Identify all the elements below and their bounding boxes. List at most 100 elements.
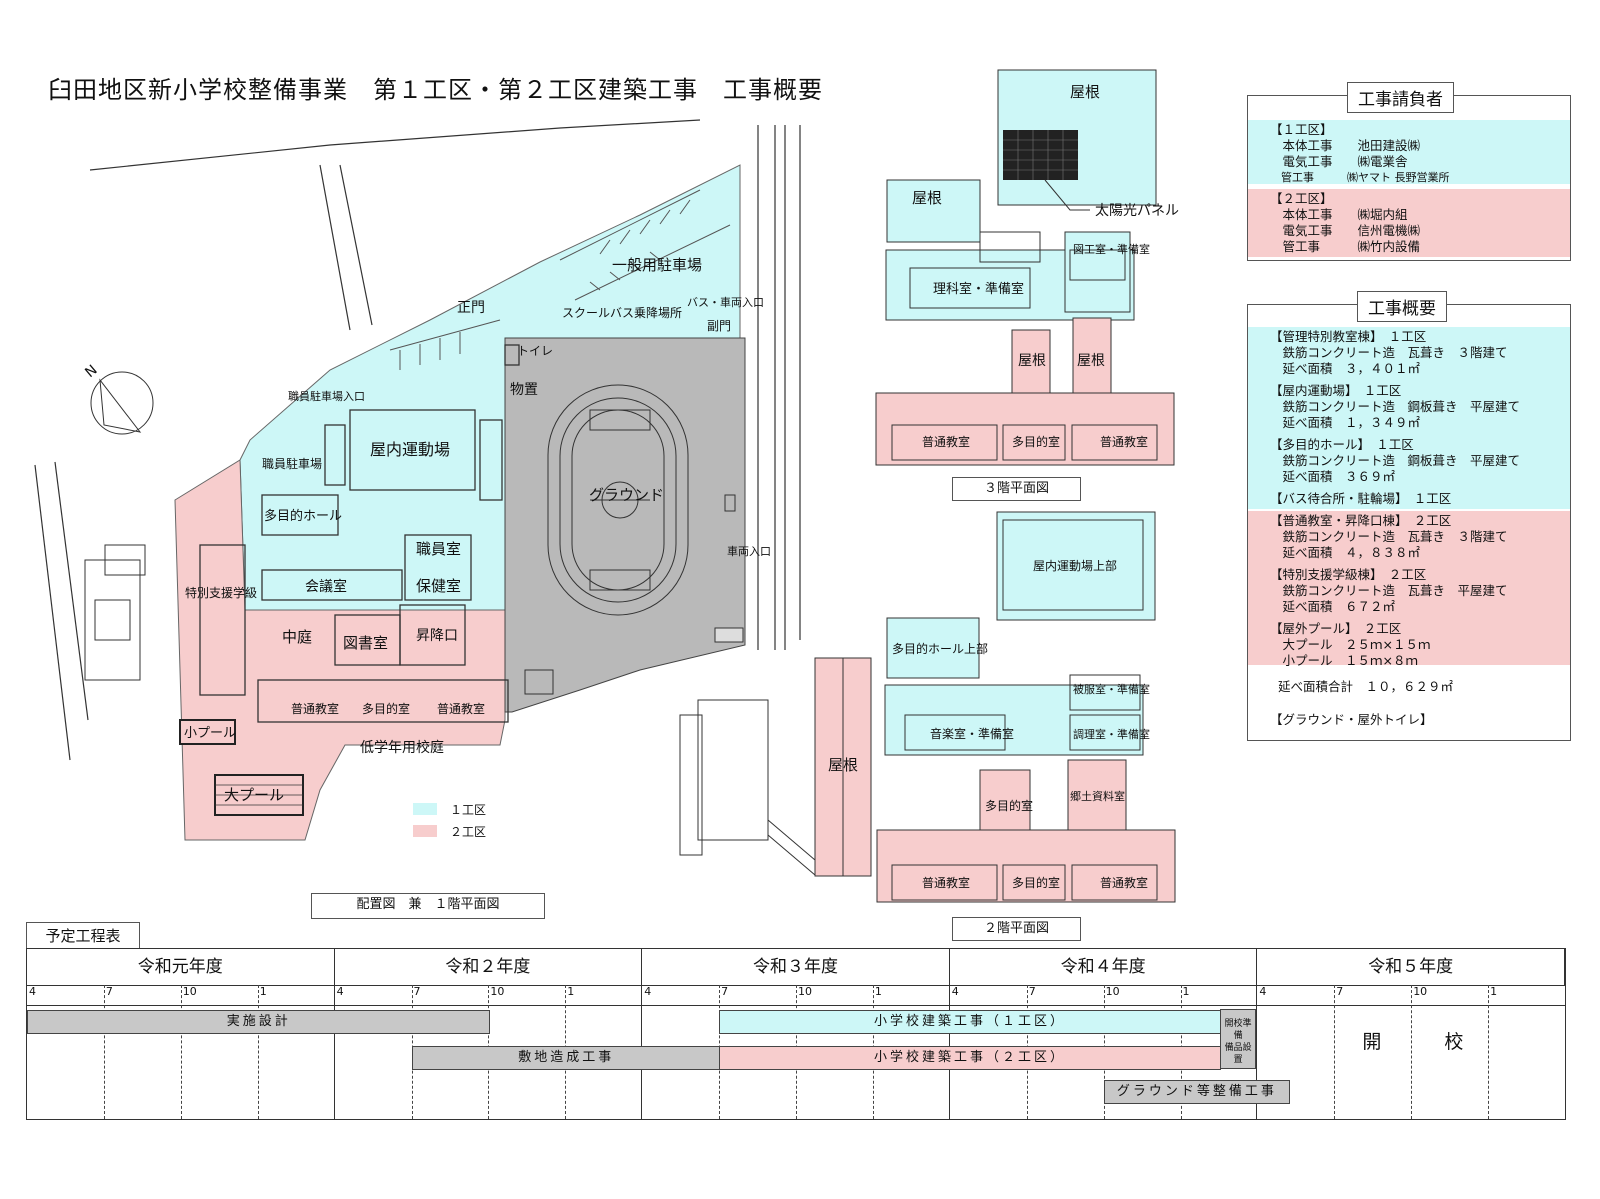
site-and-floor-plans: N 一般用駐車場 正門 スクールバス乗降場所 バス・車両入口 副門 トイレ 物置… [34,69,1179,903]
schedule-task-bar: 実施設計 [27,1010,491,1034]
small-pool [179,719,236,745]
solar-panel-grid [1003,130,1078,180]
legend-zone2-swatch [413,825,437,837]
schedule-month-tick: 10 [182,985,197,998]
floor3-multipurpose: 多目的室 [1012,434,1060,449]
site-plan: N 一般用駐車場 正門 スクールバス乗降場所 バス・車両入口 副門 トイレ 物置… [34,119,801,841]
schedule-opening-prep: 開校準備 備品設置 [1219,1009,1257,1069]
contractor-line: 【２工区】 [1270,191,1333,206]
floor3-roof-top-label: 屋根 [1070,83,1100,101]
schedule-month-tick: 7 [413,985,421,998]
schedule-title: 予定工程表 [26,922,140,949]
floor3-zone2-wing [875,392,1175,466]
contractors-zone1: 【１工区】 本体工事 池田建設㈱ 電気工事 ㈱電業舎 管工事 ㈱ヤマト 長野営業… [1248,120,1570,184]
label-bus-stop: スクールバス乗降場所 [562,306,682,320]
label-classroom-b: 普通教室 [437,701,485,716]
overview-line: 鉄筋コンクリート造 鋼板葺き 平屋建て [1270,453,1521,468]
schedule-month-tick: 1 [567,985,575,998]
contractor-line: 本体工事 池田建設㈱ [1270,138,1421,153]
label-storage: 物置 [510,382,538,398]
floor2-hall-upper [886,617,980,679]
floor2-zone1-rooms [904,674,1141,751]
legend-zone1-swatch [413,803,437,815]
floor2-gym-upper [996,511,1156,621]
schedule-month-tick: 4 [951,985,959,998]
floor2-classroom2: 普通教室 [1100,875,1148,890]
schedule-year-header: 令和４年度 [950,949,1258,1119]
ground-toilet-south [524,669,554,695]
floor3-roof-b-label: 屋根 [1077,353,1105,369]
schedule-month-tick: 10 [490,985,505,998]
contractor-line: 電気工事 ㈱電業舎 [1270,154,1408,169]
site-roads [34,119,801,761]
existing-building-west [84,544,146,681]
overview-line: 延べ面積 ３，４０１㎡ [1270,361,1421,376]
label-parking-general: 一般用駐車場 [612,256,702,274]
contractors-title: 工事請負者 [1347,82,1454,113]
label-vehicle-entrance: 車両入口 [727,544,771,558]
contractor-line: 管工事 ㈱竹内設備 [1270,239,1421,254]
overview-line: 小プール １５ｍ×８ｍ [1270,653,1418,668]
floor2-zone2-wing [876,829,1176,903]
label-big-pool: 大プール [224,786,284,804]
floor2-gym-upper-label: 屋内運動場上部 [1033,558,1117,573]
schedule-year-header: 令和５年度 [1257,949,1565,985]
label-toilet: トイレ [517,344,553,358]
overview-title: 工事概要 [1357,291,1447,322]
ground-equipment [724,494,736,512]
school-buildings [199,344,520,723]
schedule-month-tick: 4 [1259,985,1267,998]
label-classroom-a: 普通教室 [291,701,339,716]
schedule-month-tick: 4 [644,985,652,998]
schedule-month-tick: 7 [105,985,113,998]
schedule-quarter-line [1411,985,1413,1119]
floor3-roof-left [886,179,981,243]
overview-line: 【管理特別教室棟】 １工区 [1270,329,1427,344]
overview-line: 【バス待合所・駐輪場】 １工区 [1270,491,1452,506]
big-pool-lanes [215,784,303,806]
label-small-pool: 小プール [184,726,236,741]
floor2-zone2-rooms [891,864,1158,901]
zone2-site-area [174,459,506,841]
overview-box: 【管理特別教室棟】 １工区 鉄筋コンクリート造 瓦葺き ３階建て 延べ面積 ３，… [1247,304,1571,741]
schedule-quarter-line [180,985,182,1119]
schedule-year-header: 令和元年度 [27,949,335,1119]
schedule-month-tick: 7 [1336,985,1344,998]
label-staff-room: 職員室 [416,540,461,558]
schedule-month-tick: 4 [29,985,36,998]
floor2-local-history-label: 郷土資料室 [1070,789,1125,803]
floor2-roof-label: 屋根 [828,756,858,774]
floor3-classroom2: 普通教室 [1100,434,1148,449]
floor2-caption: ２階平面図 [952,917,1081,941]
label-meeting-room: 会議室 [305,578,347,595]
floor2-cooking-room: 調理室・準備室 [1073,727,1150,741]
label-multipurpose-hall: 多目的ホール [264,508,342,524]
schedule-task-bar: 小学校建築工事（１工区） [719,1010,1221,1034]
label-gym: 屋内運動場 [370,440,450,459]
floor2-plan: 屋内運動場上部 多目的ホール上部 被服室・準備室 音楽室・準備室 調理室・準備室… [679,511,1176,903]
floor2-zone1-wing [884,684,1144,756]
ground-shed [714,627,744,643]
overview-line: 【普通教室・昇降口棟】 ２工区 [1270,513,1452,528]
schedule-quarter-line [257,985,259,1119]
schedule-month-tick: 7 [1028,985,1036,998]
schedule-year-header: 令和３年度 [642,949,950,1119]
floor2-multipurpose-room [979,769,1031,841]
label-bus-entrance: バス・車両入口 [687,295,764,309]
overview-line: 鉄筋コンクリート造 瓦葺き 平屋建て [1270,583,1508,598]
compass-north-label: N [82,362,100,381]
floor3-zone1-rooms [909,231,1126,309]
contractors-zone2: 【２工区】 本体工事 ㈱堀内組 電気工事 信州電機㈱ 管工事 ㈱竹内設備 [1248,189,1570,257]
floor3-classroom1: 普通教室 [922,434,970,449]
ground-area [504,337,746,713]
schedule-month-tick: 1 [874,985,882,998]
overview-line: 鉄筋コンクリート造 瓦葺き ３階建て [1270,345,1508,360]
floor3-roof-a-label: 屋根 [1018,353,1046,369]
contractors-box: 【１工区】 本体工事 池田建設㈱ 電気工事 ㈱電業舎 管工事 ㈱ヤマト 長野営業… [1247,95,1571,261]
overview-total: 延べ面積合計 １０，６２９㎡ [1278,679,1454,694]
floor2-music-room: 音楽室・準備室 [930,726,1014,741]
floor3-roof-left-label: 屋根 [912,189,942,207]
page-title: 臼田地区新小学校整備事業 第１工区・第２工区建築工事 工事概要 [48,76,823,104]
floor2-hall-upper-label: 多目的ホール上部 [892,641,988,656]
